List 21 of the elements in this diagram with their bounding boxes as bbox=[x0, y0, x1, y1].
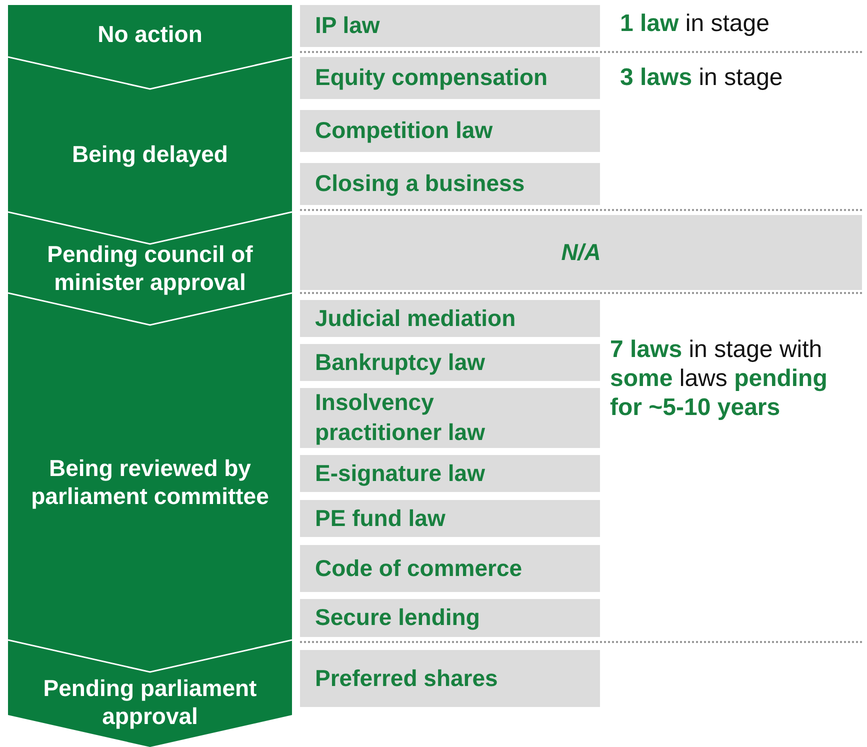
law-box: PE fund law bbox=[300, 500, 600, 537]
law-box: N/A bbox=[300, 215, 862, 290]
stage-name: Being delayed bbox=[72, 141, 228, 169]
law-box: Insolvency practitioner law bbox=[300, 388, 600, 448]
law-box: Closing a business bbox=[300, 163, 600, 205]
law-box: Secure lending bbox=[300, 599, 600, 637]
stage-summary: 7 laws in stage with some laws pending for ~5-10 years bbox=[610, 336, 828, 422]
stage-name: Pending council of minister approval bbox=[46, 241, 254, 297]
law-box: E-signature law bbox=[300, 455, 600, 492]
stage-name: Being reviewed by parliament committee bbox=[30, 454, 270, 510]
law-box: Bankruptcy law bbox=[300, 344, 600, 381]
law-box: Equity compensation bbox=[300, 57, 600, 99]
law-box: IP law bbox=[300, 5, 600, 47]
law-box: Competition law bbox=[300, 110, 600, 152]
stage-name: Pending parliament approval bbox=[42, 675, 258, 731]
stage-summary: 3 laws in stage bbox=[620, 64, 784, 93]
stage-summary: 1 law in stage bbox=[620, 10, 770, 39]
law-box: Judicial mediation bbox=[300, 300, 600, 337]
law-box: Code of commerce bbox=[300, 545, 600, 592]
law-box: Preferred shares bbox=[300, 650, 600, 707]
stage-name: No action bbox=[98, 21, 202, 49]
